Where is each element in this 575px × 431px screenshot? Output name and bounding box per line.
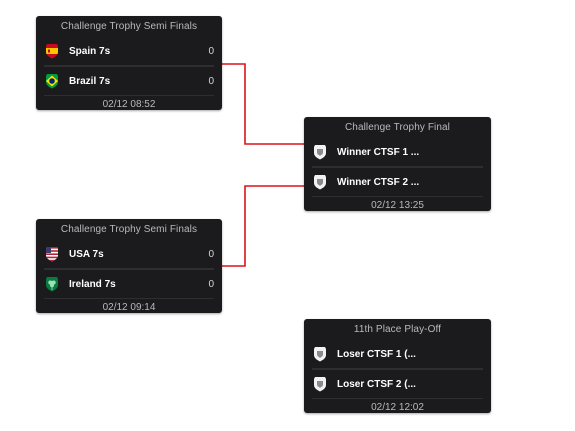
team-name: Loser CTSF 1 (... <box>337 348 416 360</box>
team-row-winner-ctsf1[interactable]: Winner CTSF 1 ... <box>312 138 483 167</box>
team-name: Spain 7s <box>69 45 111 57</box>
team-score: 0 <box>208 248 214 260</box>
team-row-winner-ctsf2[interactable]: Winner CTSF 2 ... <box>312 167 483 196</box>
match-card-semi1[interactable]: Challenge Trophy Semi Finals Spain 7s 0 <box>36 16 222 110</box>
team-score: 0 <box>208 278 214 290</box>
placeholder-shield-icon <box>312 376 328 392</box>
usa-flag-icon <box>44 246 60 262</box>
match-title: Challenge Trophy Final <box>344 122 451 133</box>
team-list: Winner CTSF 1 ... Winner CTSF 2 ... <box>312 138 483 196</box>
team-row-spain[interactable]: Spain 7s 0 <box>44 37 214 66</box>
team-list: Loser CTSF 1 (... Loser CTSF 2 (... <box>312 340 483 398</box>
brazil-flag-icon <box>44 73 60 89</box>
match-datetime: 02/12 09:14 <box>44 298 214 317</box>
team-name: Winner CTSF 2 ... <box>337 176 420 188</box>
team-name: Ireland 7s <box>69 278 116 290</box>
connector-semi1-to-final <box>222 63 304 145</box>
match-card-semi2[interactable]: Challenge Trophy Semi Finals U <box>36 219 222 313</box>
team-row-loser-ctsf2[interactable]: Loser CTSF 2 (... <box>312 369 483 398</box>
match-card-11th-playoff[interactable]: 11th Place Play-Off Loser CTSF 1 (... Lo… <box>304 319 491 413</box>
team-list: Spain 7s 0 Brazil 7s 0 <box>44 37 214 95</box>
placeholder-shield-icon <box>312 144 328 160</box>
team-name: Brazil 7s <box>69 75 111 87</box>
team-name: USA 7s <box>69 248 104 260</box>
match-title: 11th Place Play-Off <box>353 324 442 335</box>
connector-semi2-to-final <box>222 185 304 267</box>
match-datetime: 02/12 12:02 <box>312 398 483 417</box>
team-score: 0 <box>208 45 214 57</box>
ireland-shamrock-icon <box>44 276 60 292</box>
match-card-final[interactable]: Challenge Trophy Final Winner CTSF 1 ...… <box>304 117 491 211</box>
team-row-brazil[interactable]: Brazil 7s 0 <box>44 66 214 95</box>
spain-flag-icon <box>44 43 60 59</box>
team-row-ireland[interactable]: Ireland 7s 0 <box>44 269 214 298</box>
team-row-loser-ctsf1[interactable]: Loser CTSF 1 (... <box>312 340 483 369</box>
team-name: Loser CTSF 2 (... <box>337 378 416 390</box>
match-title: Challenge Trophy Semi Finals <box>60 21 198 32</box>
team-score: 0 <box>208 75 214 87</box>
match-title: Challenge Trophy Semi Finals <box>60 224 198 235</box>
match-datetime: 02/12 13:25 <box>312 196 483 215</box>
team-name: Winner CTSF 1 ... <box>337 146 420 158</box>
team-list: USA 7s 0 Ireland 7s 0 <box>44 240 214 298</box>
placeholder-shield-icon <box>312 174 328 190</box>
team-row-usa[interactable]: USA 7s 0 <box>44 240 214 269</box>
placeholder-shield-icon <box>312 346 328 362</box>
match-datetime: 02/12 08:52 <box>44 95 214 114</box>
